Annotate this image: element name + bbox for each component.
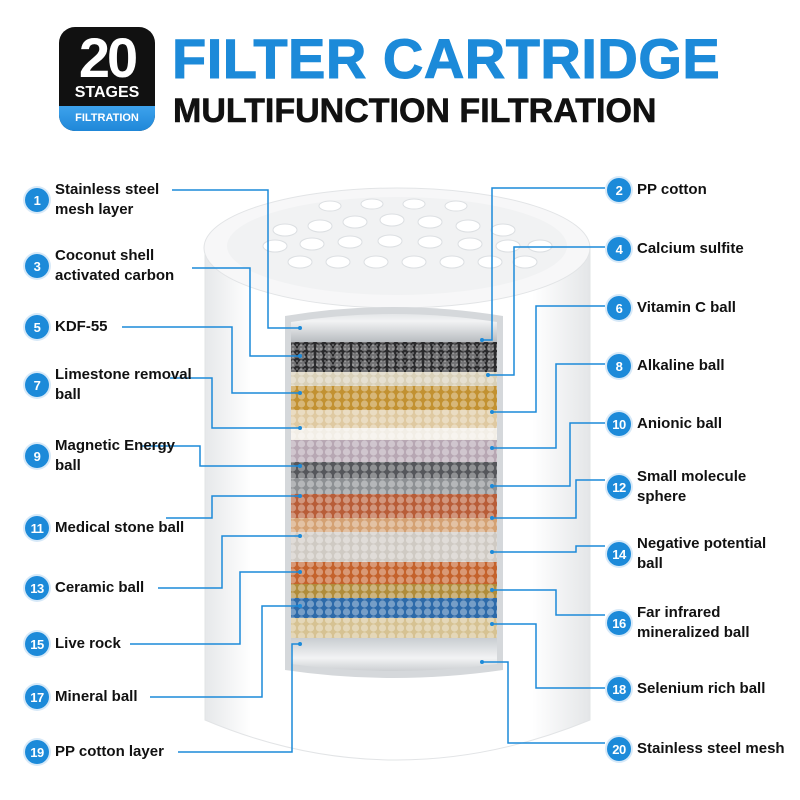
cap-holes <box>262 198 553 269</box>
step-number: 18 <box>607 677 631 701</box>
label-small-molecule-sphere: 12 Small molecule sphere <box>607 467 787 507</box>
label-text: Far infrared mineralized ball <box>637 604 750 641</box>
label-vitamin-c-ball: 6 Vitamin C ball <box>607 288 787 328</box>
step-number: 17 <box>25 685 49 709</box>
label-text: Stainless steel mesh layer <box>55 181 160 218</box>
page-title: FILTER CARTRIDGE <box>171 27 721 91</box>
label-text: Small molecule sphere <box>637 468 747 505</box>
label-text: KDF-55 <box>55 318 108 335</box>
label-pp-cotton-layer: 19 PP cotton layer <box>25 732 195 772</box>
label-text: Limestone removal ball <box>55 366 192 403</box>
step-number: 11 <box>25 516 49 540</box>
layer-stainless-mesh-top <box>291 314 497 342</box>
step-number: 5 <box>25 315 49 339</box>
label-far-infrared-mineralized-ball: 16 Far infrared mineralized ball <box>607 603 787 643</box>
label-limestone-removal-ball: 7 Limestone removal ball <box>25 365 195 405</box>
label-ceramic-ball: 13 Ceramic ball <box>25 568 195 608</box>
step-number: 1 <box>25 188 49 212</box>
label-text: Medical stone ball <box>55 519 185 536</box>
leader-dots <box>298 326 494 664</box>
label-magnetic-energy-ball: 9 Magnetic Energy ball <box>25 436 195 476</box>
label-kdf-55: 5 KDF-55 <box>25 307 195 347</box>
label-text: Live rock <box>55 635 121 652</box>
step-number: 20 <box>607 737 631 761</box>
step-number: 14 <box>607 542 631 566</box>
label-text: Calcium sulfite <box>637 240 744 257</box>
label-text: Stainless steel mesh <box>637 740 785 757</box>
badge-number: 20 <box>78 27 138 89</box>
filter-layers <box>291 314 497 671</box>
step-number: 13 <box>25 576 49 600</box>
step-number: 3 <box>25 254 49 278</box>
step-number: 10 <box>607 412 631 436</box>
label-text: Ceramic ball <box>55 579 145 596</box>
leader-lines <box>122 187 605 753</box>
label-alkaline-ball: 8 Alkaline ball <box>607 346 787 386</box>
page-subtitle: MULTIFUNCTION FILTRATION <box>173 92 657 131</box>
label-text: Magnetic Energy ball <box>55 437 176 474</box>
label-text: Vitamin C ball <box>637 299 736 316</box>
label-coconut-shell-carbon: 3 Coconut shell activated carbon <box>25 246 195 286</box>
step-number: 8 <box>607 354 631 378</box>
label-negative-potential-ball: 14 Negative potential ball <box>607 534 787 574</box>
label-anionic-ball: 10 Anionic ball <box>607 404 787 444</box>
label-text: Selenium rich ball <box>637 680 766 697</box>
layer-pp-cotton-bottom <box>291 638 497 671</box>
step-number: 7 <box>25 373 49 397</box>
step-number: 19 <box>25 740 49 764</box>
label-text: Negative potential ball <box>637 535 767 572</box>
step-number: 16 <box>607 611 631 635</box>
badge-filtration-text: FILTRATION <box>59 106 155 131</box>
label-stainless-steel-mesh: 20 Stainless steel mesh <box>607 729 787 769</box>
label-text: Coconut shell activated carbon <box>55 247 175 284</box>
step-number: 6 <box>607 296 631 320</box>
label-text: Mineral ball <box>55 688 138 705</box>
label-mineral-ball: 17 Mineral ball <box>25 677 195 717</box>
step-number: 15 <box>25 632 49 656</box>
label-text: PP cotton <box>637 181 707 198</box>
label-text: Anionic ball <box>637 415 723 432</box>
label-calcium-sulfite: 4 Calcium sulfite <box>607 229 787 269</box>
step-number: 2 <box>607 178 631 202</box>
label-medical-stone-ball: 11 Medical stone ball <box>25 508 195 548</box>
step-number: 4 <box>607 237 631 261</box>
step-number: 9 <box>25 444 49 468</box>
stages-badge: 20 STAGES FILTRATION <box>59 27 155 131</box>
step-number: 12 <box>607 475 631 499</box>
badge-stages-text: STAGES <box>74 84 140 101</box>
label-pp-cotton: 2 PP cotton <box>607 170 787 210</box>
label-text: PP cotton layer <box>55 743 164 760</box>
label-text: Alkaline ball <box>637 357 725 374</box>
label-live-rock: 15 Live rock <box>25 624 195 664</box>
label-selenium-rich-ball: 18 Selenium rich ball <box>607 669 787 709</box>
label-stainless-steel-mesh-layer: 1 Stainless steel mesh layer <box>25 180 195 220</box>
